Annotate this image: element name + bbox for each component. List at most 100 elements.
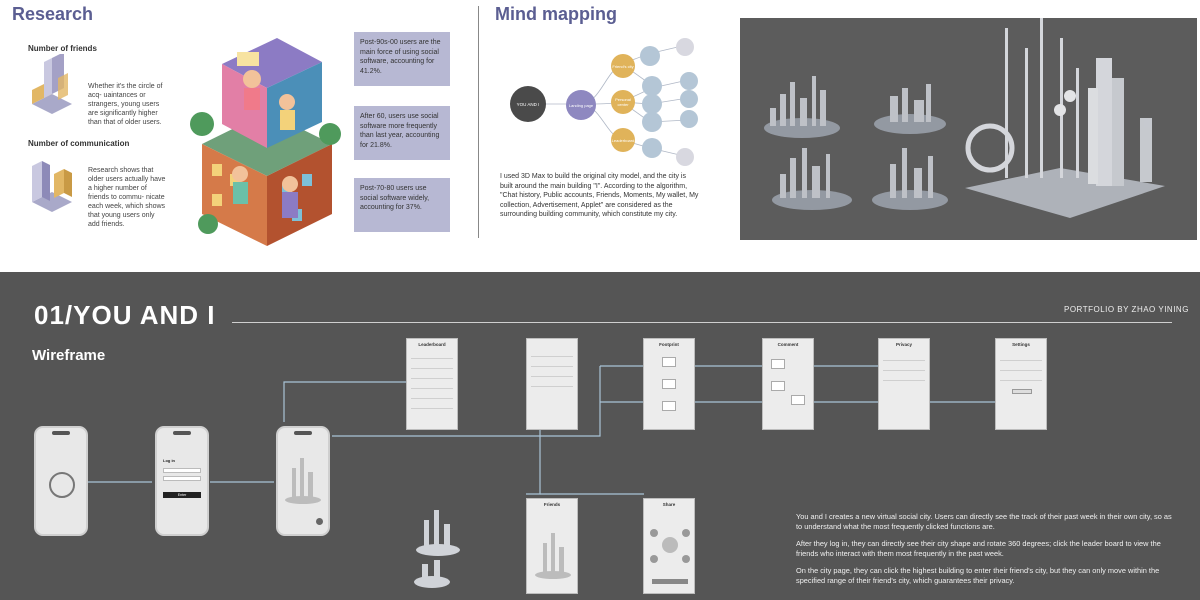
communication-heading: Number of communication [28,139,130,148]
portfolio-credit: PORTFOLIO BY ZHAO YINING [1064,305,1189,314]
comment-screen-title: Comment [777,342,799,347]
leaderboard-screen-title: Leaderboard [418,342,446,347]
friends-screen-title: Friends [543,502,561,507]
settings-screen-title: Settings [1012,342,1030,347]
list-item[interactable] [411,373,453,379]
setting-row[interactable] [1000,355,1042,361]
mindmap-branch-b: Personal center [611,90,635,114]
mindmap-leaf [642,112,662,132]
description-paragraph: After they log in, they can directly see… [796,539,1161,558]
friend-city-thumbnail [535,533,571,579]
footprint-screen[interactable]: Footprint [643,338,695,430]
mindmap-leaf [676,148,694,166]
share-option-icon[interactable] [650,529,658,537]
friends-bar-icon [32,54,72,114]
login-phone[interactable]: Log in Enter [155,426,209,536]
share-screen-title: Share [662,502,676,507]
phone-notch [52,431,70,435]
mindmap-title: Mind mapping [495,4,617,24]
toggle-row[interactable] [883,355,925,361]
description-paragraph: On the city page, they can click the hig… [796,566,1160,585]
settings-screen[interactable]: Settings [995,338,1047,430]
city-model-shapes [764,18,1165,218]
mindmap-landing-node: Landing page [566,90,596,120]
mindmap-leaf [680,72,698,90]
toggle-row[interactable] [883,375,925,381]
mindmap-leaf [642,138,662,158]
wireframe-title: Wireframe [32,347,106,364]
city-phone[interactable] [276,426,330,536]
share-avatar [662,537,678,553]
mindmap-branch-a: Friend's city [611,54,635,78]
mindmap-text: I used 3D Max to build the original city… [500,173,699,218]
friend-city-render [414,510,460,588]
list-item[interactable] [411,363,453,369]
login-button[interactable]: Enter [163,492,201,498]
list-item[interactable] [411,383,453,389]
title-rule [232,322,1172,323]
city-model-render [740,18,1197,240]
menu-item[interactable] [531,371,573,377]
share-option-icon[interactable] [682,555,690,563]
menu-screen[interactable] [526,338,578,430]
phone-notch [294,431,312,435]
mindmap-leaf [642,94,662,114]
leaderboard-screen[interactable]: Leaderboard [406,338,458,430]
mindmap-branch-c: Leaderboard [611,128,635,152]
city-thumbnail [285,458,321,504]
research-band: Research Number of friends Whether it's … [0,0,1200,265]
privacy-screen-title: Privacy [895,342,912,347]
friends-heading: Number of friends [28,44,97,53]
share-screen[interactable]: Share [643,498,695,594]
stat-box-after60: After 60, users use social software more… [354,106,450,160]
list-item[interactable] [411,403,453,409]
menu-item[interactable] [531,381,573,387]
menu-item[interactable] [531,351,573,357]
list-item[interactable] [411,393,453,399]
login-title: Log in [163,458,175,463]
share-option-icon[interactable] [650,555,658,563]
splash-phone[interactable] [34,426,88,536]
image-placeholder [662,379,676,389]
project-title: 01/YOU AND I [34,300,216,330]
mindmap-leaf [642,76,662,96]
privacy-screen[interactable]: Privacy [878,338,930,430]
description-paragraph: You and I creates a new virtual social c… [796,512,1172,531]
share-button[interactable] [652,579,688,584]
settings-button[interactable] [1012,389,1032,394]
wireframe-band: 01/YOU AND I PORTFOLIO BY ZHAO YINING Wi… [0,272,1200,600]
password-field[interactable] [163,476,201,481]
stat-box-post70-80: Post-70-80 users use social software wid… [354,178,450,232]
stat-box-post90s: Post-90s-00 users are the main force of … [354,32,450,86]
logo-icon [49,472,75,498]
comment-screen[interactable]: Comment [762,338,814,430]
image-placeholder [771,359,785,369]
image-placeholder [771,381,785,391]
image-placeholder [791,395,805,405]
setting-row[interactable] [1000,375,1042,381]
section-divider [478,6,479,238]
share-option-icon[interactable] [682,529,690,537]
communication-text: Research shows that older users actually… [88,167,166,228]
isometric-building-illustration [190,38,341,246]
image-placeholder [662,401,676,411]
mindmap-leaf [640,46,660,66]
mindmap-root-node: YOU AND I [510,86,546,122]
research-title: Research [12,4,94,24]
list-item[interactable] [411,353,453,359]
mindmap-leaf [680,110,698,128]
friends-screen[interactable]: Friends [526,498,578,594]
phone-notch [173,431,191,435]
image-placeholder [662,357,676,367]
friends-text: Whether it's the circle of acq- uaintanc… [88,83,163,126]
toggle-row[interactable] [883,365,925,371]
setting-row[interactable] [1000,365,1042,371]
project-description: You and I creates a new virtual social c… [796,512,1176,593]
menu-item[interactable] [531,361,573,367]
rotate-button[interactable] [316,518,323,525]
footprint-screen-title: Footprint [659,342,679,347]
mindmap-leaf [680,90,698,108]
mindmap-leaf [676,38,694,56]
username-field[interactable] [163,468,201,473]
